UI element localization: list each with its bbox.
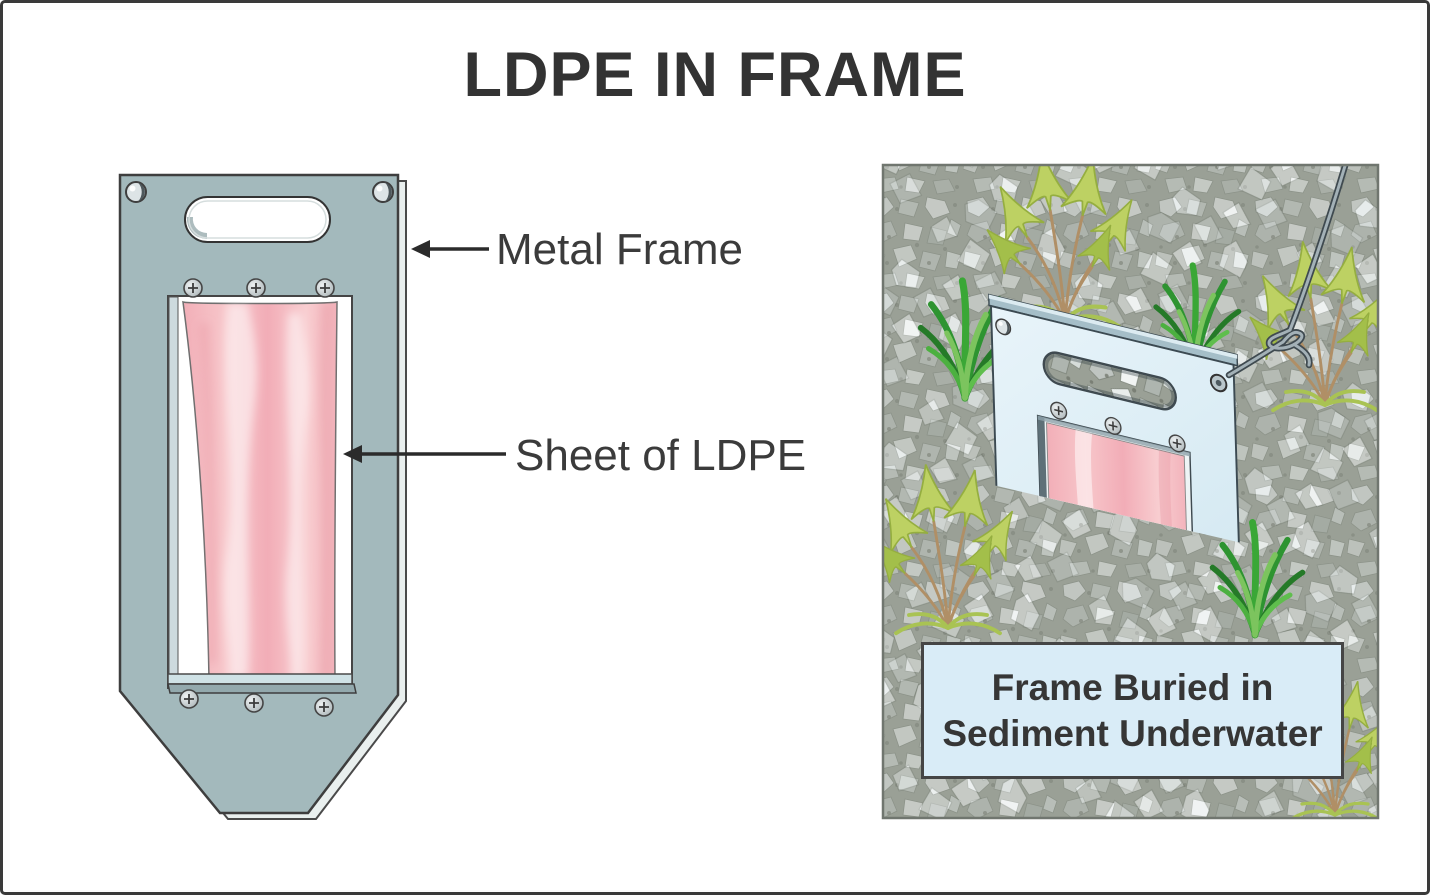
handle-slot: [1042, 351, 1177, 411]
caption-box: Frame Buried in Sediment Underwater: [921, 642, 1344, 779]
panel-border: [881, 163, 1380, 820]
eyelet: [1209, 373, 1228, 393]
arrow-ldpe-sheet: [343, 445, 506, 463]
arrow-metal-frame: [411, 240, 489, 258]
diagram-art: [118, 163, 1380, 820]
window-sill: [167, 673, 357, 694]
metal-frame-label: Metal Frame: [496, 225, 743, 274]
page-title: LDPE IN FRAME: [463, 40, 967, 110]
handle-cutout: [184, 196, 331, 243]
rope: [1225, 165, 1349, 379]
ldpe-sheet: [182, 300, 338, 681]
caption-line-1: Frame Buried in: [991, 667, 1274, 709]
ldpe-sheet-label: Sheet of LDPE: [515, 431, 807, 480]
metal-frame-illustration: [118, 173, 407, 820]
caption-line-2: Sediment Underwater: [942, 712, 1323, 754]
